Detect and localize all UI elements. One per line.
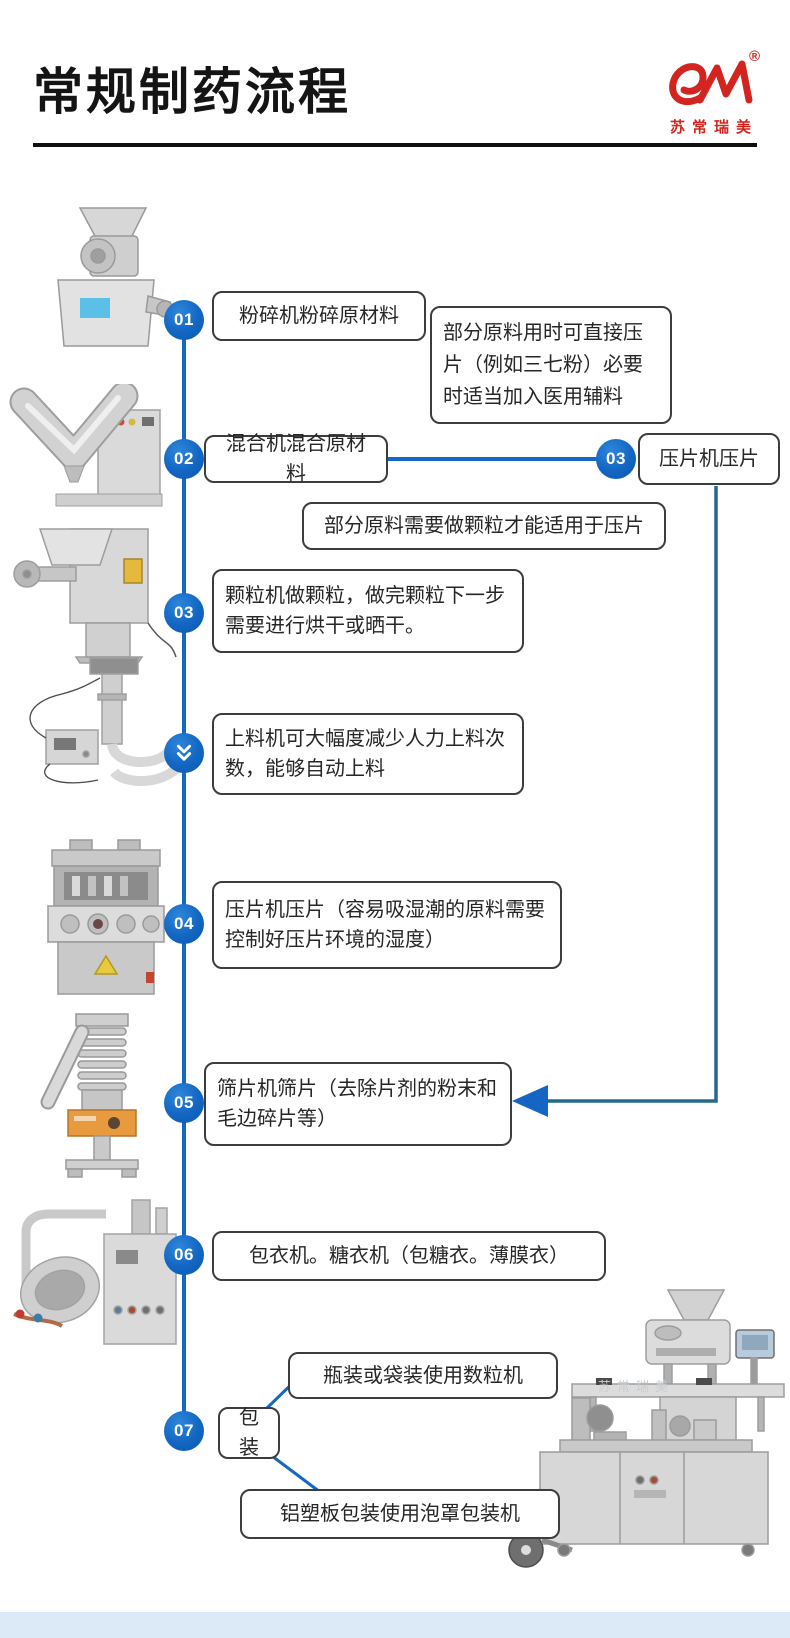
- badge-feeder: [164, 733, 204, 773]
- badge-step-04: 04: [164, 904, 204, 944]
- step-box-press-branch: 压片机压片: [638, 433, 780, 485]
- tablet-press-machine-image: [32, 836, 180, 1001]
- step-box-coating: 包衣机。糖衣机（包糖衣。薄膜衣）: [212, 1231, 606, 1281]
- note-box-bottle-pack: 瓶装或袋装使用数粒机: [288, 1352, 558, 1399]
- sifter-machine-image: [32, 1010, 174, 1182]
- blister-packaging-machine-image: [502, 1390, 790, 1598]
- page-title: 常规制药流程: [33, 64, 351, 120]
- note-box-granule: 部分原料需要做颗粒才能适用于压片: [302, 502, 666, 550]
- v-mixer-machine-image: [2, 384, 170, 526]
- rm-logo-icon: ®: [662, 48, 766, 114]
- badge-step-07: 07: [164, 1411, 204, 1451]
- note-box-blister-pack: 铝塑板包装使用泡罩包装机: [240, 1489, 560, 1539]
- photo-watermark: 苏常瑞美: [598, 1379, 675, 1394]
- granulator-machine-image: [12, 507, 180, 665]
- step-box-feeder: 上料机可大幅度减少人力上料次数，能够自动上料: [212, 713, 524, 795]
- step-box-sifter: 筛片机筛片（去除片剂的粉末和毛边碎片等）: [204, 1062, 512, 1146]
- title-underline: [33, 143, 757, 147]
- badge-branch-03: 03: [596, 439, 636, 479]
- feeder-machine-image: [2, 654, 194, 796]
- branch-connector-press-to-sifter: [548, 486, 718, 1103]
- badge-step-05: 05: [164, 1083, 204, 1123]
- arrowhead-left-icon: [512, 1085, 548, 1117]
- brand-name: 苏常瑞美: [669, 119, 758, 136]
- diagonal-pack-to-blister: [271, 1454, 321, 1494]
- step-box-packaging: 包装: [218, 1407, 280, 1459]
- registered-trademark-icon: ®: [748, 48, 760, 65]
- step-box-mixer: 混合机混合原材料: [204, 433, 388, 485]
- step-box-granulator: 颗粒机做颗粒，做完颗粒下一步需要进行烘干或晒干。: [212, 569, 524, 653]
- coating-machine-image: [6, 1190, 184, 1362]
- crusher-machine-image: [28, 204, 174, 356]
- badge-step-01: 01: [164, 300, 204, 340]
- badge-step-02: 02: [164, 439, 204, 479]
- footer-strip: [0, 1612, 790, 1638]
- brand-logo: ® 苏常瑞美: [644, 48, 784, 137]
- note-box-direct-press: 部分原料用时可直接压片（例如三七粉）必要时适当加入医用辅料: [430, 306, 672, 424]
- double-chevron-down-icon: [176, 744, 192, 761]
- badge-step-03: 03: [164, 593, 204, 633]
- badge-step-06: 06: [164, 1235, 204, 1275]
- step-box-tablet-press: 压片机压片（容易吸湿潮的原料需要控制好压片环境的湿度）: [212, 881, 562, 969]
- step-box-crusher: 粉碎机粉碎原材料: [212, 291, 426, 341]
